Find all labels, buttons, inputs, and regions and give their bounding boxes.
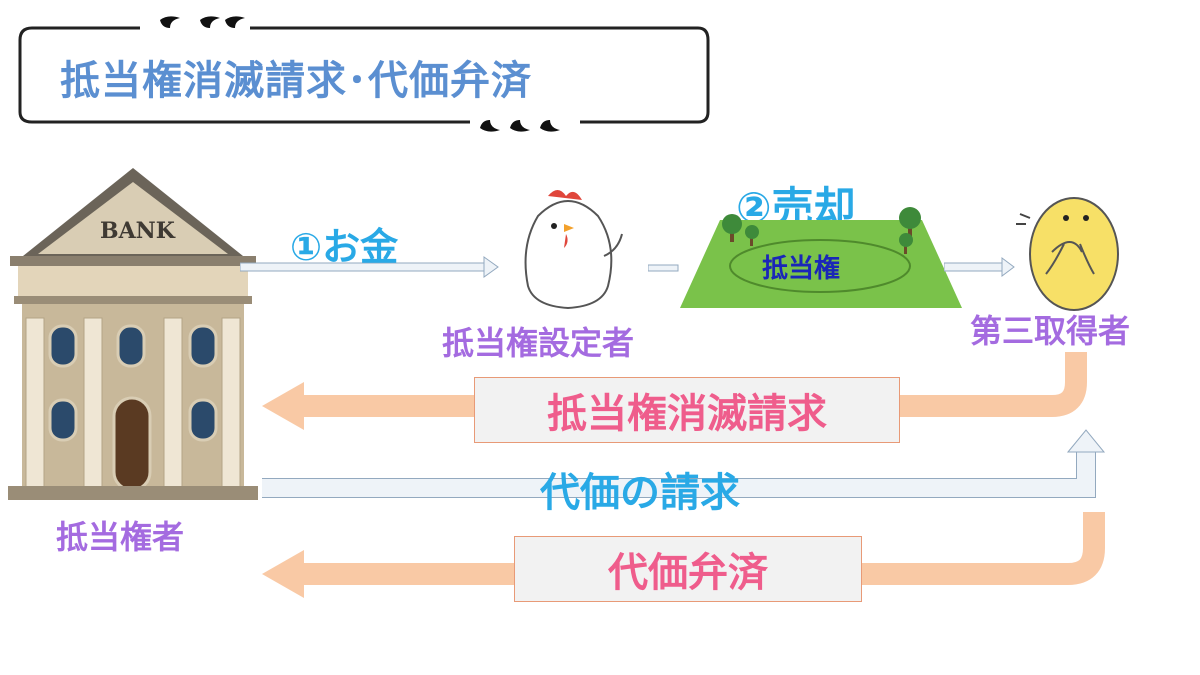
mortgagee-label: 抵当権者 <box>56 518 185 556</box>
sale-arrow-right <box>944 257 1015 277</box>
setter-label: 抵当権設定者 <box>442 324 635 362</box>
quote-close-icon <box>480 120 560 132</box>
quote-open-icon <box>160 16 245 28</box>
payment-label: 代価弁済 <box>608 550 768 596</box>
land-mortgage-label: 抵当権 <box>762 254 841 284</box>
money-label: ①お金 <box>290 225 399 269</box>
price-request-arrow <box>262 429 1106 498</box>
bank-sign: BANK <box>100 218 175 244</box>
title-frame <box>18 16 710 132</box>
page-title: 抵当権消滅請求･代価弁済 <box>60 58 532 104</box>
price-request-label: 代価の請求 <box>540 470 740 516</box>
payment-arrow <box>262 512 1105 598</box>
bank-building-icon <box>8 168 258 500</box>
sale-arrow-left <box>648 264 679 272</box>
extinction-request-label: 抵当権消滅請求 <box>547 391 827 437</box>
land-parcel <box>680 207 962 308</box>
third-party-label: 第三取得者 <box>970 312 1131 350</box>
money-arrow <box>240 256 499 278</box>
payment-box: 代価弁済 <box>514 536 862 602</box>
chicken-icon <box>524 190 623 310</box>
extinction-request-arrow <box>262 352 1087 430</box>
chick-icon <box>1016 197 1119 311</box>
extinction-request-box: 抵当権消滅請求 <box>474 377 900 443</box>
tree-icon <box>722 207 921 254</box>
